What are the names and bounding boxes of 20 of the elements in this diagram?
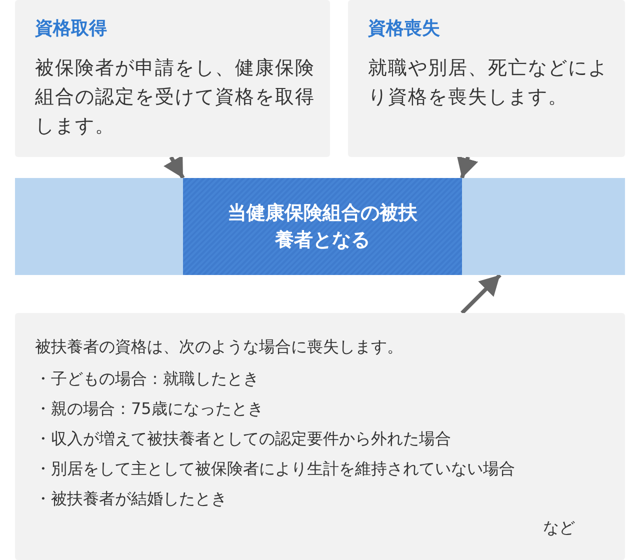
band <box>15 178 625 275</box>
body-text: 被保険者が申請をし、健康保険組合の認定を受けて資格を取得します。 <box>35 56 316 139</box>
list-item: ・収入が増えて被扶養者としての認定要件から外れた場合 <box>35 429 451 450</box>
pointer-tail <box>456 156 478 179</box>
body-text: 就職や別居、死亡などにより資格を喪失します。 <box>368 56 608 110</box>
pointer-tail <box>460 274 502 314</box>
callout-box <box>15 313 625 560</box>
pointer-tail <box>164 155 185 179</box>
heading: 資格取得 <box>35 17 107 40</box>
list-item: ・子どもの場合：就職したとき <box>35 369 259 390</box>
callout-box <box>348 0 625 157</box>
list-item: ・別居をして主として被保険者により生計を維持されていない場合 <box>35 459 515 480</box>
heading: 資格喪失 <box>368 17 440 40</box>
callout-box <box>15 0 330 157</box>
list-item: ・被扶養者が結婚したとき <box>35 489 227 510</box>
list-item: ・親の場合：75歳になったとき <box>35 399 264 420</box>
label-box <box>183 178 462 275</box>
box-label: 当健康保険組合の被扶養者となる <box>226 201 418 253</box>
body-text: 被扶養者の資格は、次のような場合に喪失します。 <box>35 337 403 358</box>
note: など <box>543 518 575 539</box>
